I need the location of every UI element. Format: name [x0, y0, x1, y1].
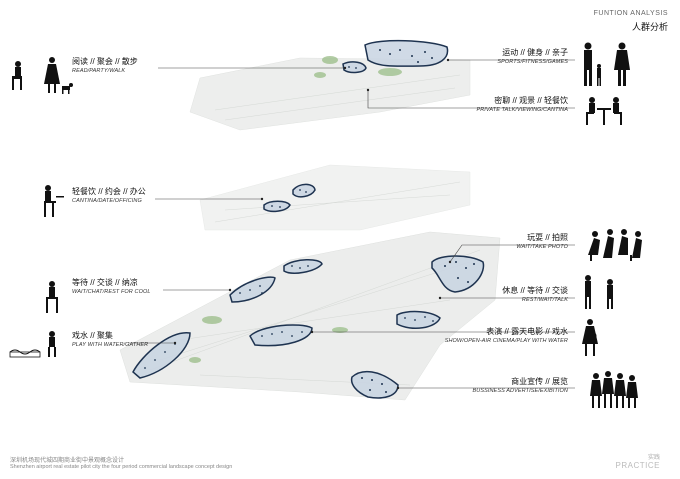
people-dots — [144, 49, 475, 393]
zone-cantina-b — [263, 200, 291, 213]
annotation-wait: 玩耍 // 拍照 WAIT/TAKE PHOTO — [516, 232, 568, 251]
water-play-icon — [9, 331, 56, 358]
annotation-show-en: SHOW/OPEN-AIR CINEMA/PLAY WITH WATER — [444, 338, 568, 344]
annotation-biz: 商业宣传 // 展览 BUSSINESS ADVERTISE/EXIBITION — [472, 376, 568, 395]
annotation-cantina-cn: 轻餐饮 // 约会 // 办公 — [72, 187, 146, 196]
site-plan-layers — [119, 57, 501, 401]
zone-wait — [431, 255, 485, 293]
reading-person-icon — [12, 61, 22, 90]
annotation-show-cn: 表演 // 露天电影 // 戏水 — [486, 327, 568, 336]
annotation-cantina: 轻餐饮 // 约会 // 办公 CANTINA/DATE/OFFICING — [72, 186, 146, 205]
zone-cantina-a — [292, 183, 316, 198]
zone-sports — [364, 39, 449, 67]
annotation-chat-en: WAIT/CHAT/REST FOR COOL — [72, 289, 151, 295]
annotation-chat: 等待 // 交谈 // 纳凉 WAIT/CHAT/REST FOR COOL — [72, 277, 151, 296]
leader-endpoints — [173, 58, 452, 390]
figure-icons — [9, 42, 642, 408]
family-icon — [584, 42, 630, 86]
footer-project-cn: 深圳机场现代城四期商业街中景观概念设计 — [10, 458, 125, 464]
walking-woman-icon — [44, 57, 60, 93]
zone-rest — [396, 310, 441, 330]
zone-north — [283, 259, 323, 274]
annotation-private-en: PRIVATE TALK/VIEWING/CANTINA — [476, 107, 568, 113]
footer-brand-en: PRACTICE — [615, 461, 660, 470]
annotation-sports-cn: 运动 // 健身 // 亲子 — [502, 48, 568, 57]
header-title-en: FUNTION ANALYSIS — [593, 10, 668, 17]
annotation-play: 戏水 // 聚集 PLAY WITH WATER/GATHER — [72, 330, 148, 349]
leader-wait — [449, 244, 575, 263]
header-title-cn: 人群分析 — [631, 22, 668, 32]
dancing-group-icon — [588, 229, 642, 261]
annotation-read: 阅读 // 聚会 // 散步 READ/PARTY/WALK — [72, 56, 138, 75]
laptop-person-icon — [44, 185, 64, 217]
footer-brand-cn: 实践 — [647, 455, 660, 461]
zone-read — [342, 61, 367, 74]
annotation-cantina-en: CANTINA/DATE/OFFICING — [72, 198, 142, 204]
annotation-biz-en: BUSSINESS ADVERTISE/EXIBITION — [472, 388, 568, 394]
annotation-read-en: READ/PARTY/WALK — [72, 68, 126, 74]
cafe-table-icon — [586, 97, 622, 125]
annotation-rest-cn: 休息 // 等待 // 交谈 — [502, 286, 568, 295]
zone-show — [249, 324, 313, 347]
exhibition-group-icon — [590, 371, 638, 408]
annotation-read-cn: 阅读 // 聚会 // 散步 — [72, 57, 138, 66]
annotation-show: 表演 // 露天电影 // 戏水 SHOW/OPEN-AIR CINEMA/PL… — [445, 326, 568, 345]
annotation-wait-en: WAIT/TAKE PHOTO — [516, 244, 568, 250]
annotation-sports: 运动 // 健身 // 亲子 SPORTS/FITNESS/GAMES — [497, 47, 568, 66]
annotation-chat-cn: 等待 // 交谈 // 纳凉 — [72, 278, 138, 287]
leader-private — [367, 90, 575, 109]
standing-pair-icon — [585, 275, 613, 309]
seated-person-icon — [46, 281, 58, 313]
dog-icon — [62, 83, 73, 94]
annotation-sports-en: SPORTS/FITNESS/GAMES — [497, 59, 568, 65]
zone-chat — [229, 276, 276, 303]
annotation-play-cn: 戏水 // 聚集 — [72, 331, 113, 340]
annotation-rest-en: REST/WAIT/TALK — [521, 297, 568, 303]
footer-project-en: Shenzhen airport real estate pilot city … — [10, 464, 233, 470]
plan-grid-marks — [149, 74, 481, 386]
planting-accents — [189, 56, 402, 363]
annotation-biz-cn: 商业宣传 // 展览 — [511, 377, 568, 386]
annotation-wait-cn: 玩耍 // 拍照 — [527, 233, 568, 242]
performer-icon — [582, 319, 598, 356]
annotation-private: 密聊 // 观景 // 轻餐饮 PRIVATE TALK/VIEWING/CAN… — [476, 95, 568, 114]
annotation-play-en: PLAY WITH WATER/GATHER — [72, 342, 149, 348]
leader-lines — [128, 59, 575, 389]
annotation-rest: 休息 // 等待 // 交谈 REST/WAIT/TALK — [502, 285, 568, 304]
annotation-private-cn: 密聊 // 观景 // 轻餐饮 — [494, 96, 568, 105]
